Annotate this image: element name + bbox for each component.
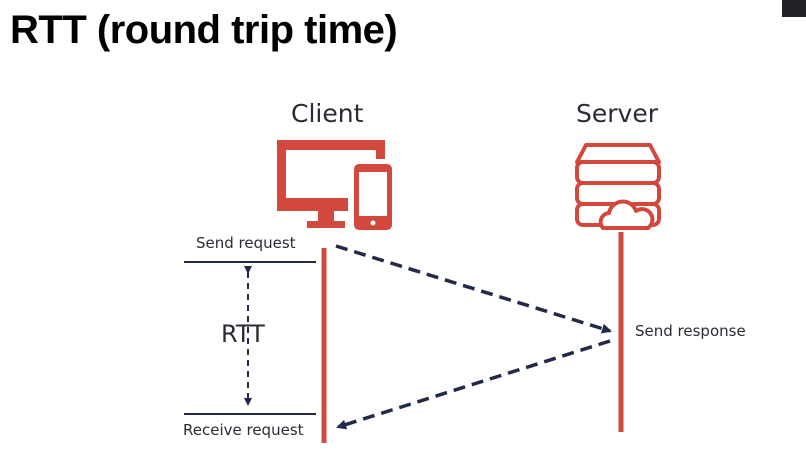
response-arrow	[336, 339, 611, 430]
send-request-label: Send request	[196, 234, 296, 252]
page-title: RTT (round trip time)	[10, 8, 398, 52]
window-corner	[782, 0, 806, 17]
server-cloud-icon	[575, 143, 661, 230]
smartphone-icon	[348, 159, 396, 234]
server-label: Server	[576, 99, 658, 128]
receive-request-label: Receive request	[183, 421, 304, 439]
send-response-label: Send response	[635, 322, 746, 340]
request-arrow	[335, 244, 612, 334]
client-label: Client	[291, 99, 364, 128]
rtt-label: RTT	[221, 320, 265, 348]
